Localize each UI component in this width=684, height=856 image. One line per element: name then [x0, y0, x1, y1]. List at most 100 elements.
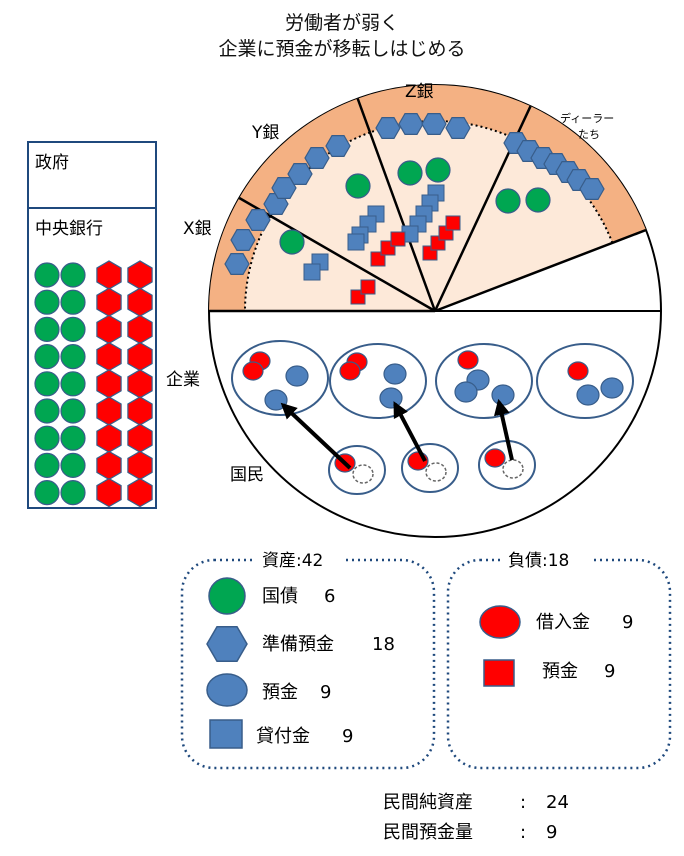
borrowing-icon: [484, 448, 506, 468]
bond-icon: [495, 188, 521, 214]
bond-icon: [34, 398, 60, 424]
deposit-icon: [379, 387, 403, 409]
bond-icon: [60, 316, 86, 342]
bond-icon: [60, 262, 86, 288]
assets-header-bg: [255, 548, 345, 572]
asset-value-2: 18: [372, 634, 395, 655]
deposit-icon: [285, 365, 309, 387]
government-label: 政府: [35, 153, 69, 173]
title-line-2: 企業に預金が移転しはじめる: [218, 38, 466, 60]
reserve-deposit-icon: [325, 135, 351, 157]
bond-icon: [34, 289, 60, 315]
asset-value-3: 9: [320, 682, 331, 703]
bond-icon: [34, 452, 60, 478]
borrowing-icon: [457, 350, 479, 370]
title-line-1: 労働者が弱く: [284, 12, 399, 34]
bond-icon: [525, 187, 551, 213]
bank-z-label: Z銀: [405, 82, 434, 102]
deposit-icon: [454, 381, 478, 403]
bond-icon: [397, 160, 423, 186]
green-circle-icon: [208, 577, 246, 615]
summary-sep-1: :: [520, 792, 526, 813]
deposit-icon: [576, 384, 600, 406]
bank-reserve-ring: [357, 85, 531, 139]
summary-label-1: 民間純資産: [383, 792, 473, 813]
reserve-deposit-icon: [445, 116, 471, 139]
deposit-icon: [383, 363, 407, 385]
reserve-deposit-icon: [304, 147, 330, 169]
reserve-deposit-icon: [398, 112, 424, 135]
summary-label-2: 民間預金量: [383, 822, 473, 843]
company-ellipse: [536, 343, 634, 419]
dealers-label-line-1: ディーラー: [560, 111, 614, 125]
missing-deposit-icon: [352, 464, 374, 484]
loan-icon: [303, 263, 321, 281]
bond-icon: [34, 344, 60, 370]
central-bank-box: 中央銀行: [27, 207, 157, 509]
bank-y-label: Y銀: [251, 123, 279, 143]
liability-label-1: 借入金: [536, 612, 590, 633]
bank-sector-divider: [238, 196, 436, 313]
bond-icon: [425, 157, 451, 183]
reserve-deposit-icon: [375, 116, 401, 139]
reserve-deposit-icon: [224, 253, 250, 275]
borrowing-icon: [242, 361, 264, 381]
reserve-deposit-icon: [287, 163, 313, 185]
dealers-label-line-2: たち: [578, 128, 600, 141]
deposit-icon: [600, 377, 624, 399]
deposit-liability-icon: [360, 279, 376, 295]
deposit-liability-icon: [390, 231, 406, 247]
bond-icon: [60, 344, 86, 370]
citizens-group: [280, 398, 536, 495]
reserve-deposit-icon: [579, 178, 605, 200]
asset-label-4: 貸付金: [256, 726, 310, 747]
reserve-deposit-icon: [421, 112, 447, 135]
liability-value-2: 9: [604, 661, 615, 682]
liabilities-header-bg: [500, 548, 590, 572]
loan-icon: [347, 233, 365, 251]
company-ellipse: [329, 343, 427, 419]
reserve-deposit-icon: [230, 229, 256, 251]
reserve-liability-icon: [127, 477, 153, 508]
companies-label: 企業: [166, 370, 200, 390]
liability-label-2: 預金: [542, 661, 578, 682]
bank-sector-dotted-arc: [514, 137, 614, 244]
borrowing-icon: [567, 361, 589, 381]
bank-sector-dotted-arc: [244, 215, 272, 312]
bond-icon: [60, 398, 86, 424]
blue-hexagon-icon: [206, 625, 248, 663]
deposit-transfer-arrow: [493, 398, 514, 461]
deposit-icon: [491, 384, 515, 406]
asset-value-4: 9: [342, 726, 353, 747]
bond-icon: [345, 173, 371, 199]
red-square-icon: [483, 659, 515, 687]
asset-label-2: 準備預金: [262, 634, 334, 655]
missing-deposit-icon: [502, 459, 524, 479]
summary-sep-2: :: [520, 822, 526, 843]
liabilities-header: 負債:18: [508, 551, 569, 571]
assets-header: 資産:42: [262, 551, 323, 571]
bond-icon: [34, 425, 60, 451]
liability-value-1: 9: [622, 612, 633, 633]
blue-circle-icon: [206, 673, 248, 707]
bank-x-label: X銀: [183, 219, 212, 239]
bond-icon: [60, 371, 86, 397]
bond-icon: [60, 480, 86, 506]
bond-icon: [60, 425, 86, 451]
reserve-liability-icon: [96, 477, 122, 508]
bond-icon: [34, 480, 60, 506]
bond-icon: [60, 289, 86, 315]
bond-icon: [279, 229, 305, 255]
central-bank-label: 中央銀行: [35, 219, 103, 239]
summary-value-1: 24: [546, 792, 569, 813]
citizens-label: 国民: [230, 465, 264, 485]
deposit-transfer-arrow: [280, 402, 352, 470]
government-box: 政府: [27, 141, 157, 209]
asset-value-1: 6: [324, 586, 335, 607]
bank-tokens: [224, 112, 605, 305]
bond-icon: [60, 452, 86, 478]
bank-sector-divider: [434, 228, 647, 313]
bond-icon: [34, 371, 60, 397]
bank-reserve-ring: [239, 98, 371, 216]
